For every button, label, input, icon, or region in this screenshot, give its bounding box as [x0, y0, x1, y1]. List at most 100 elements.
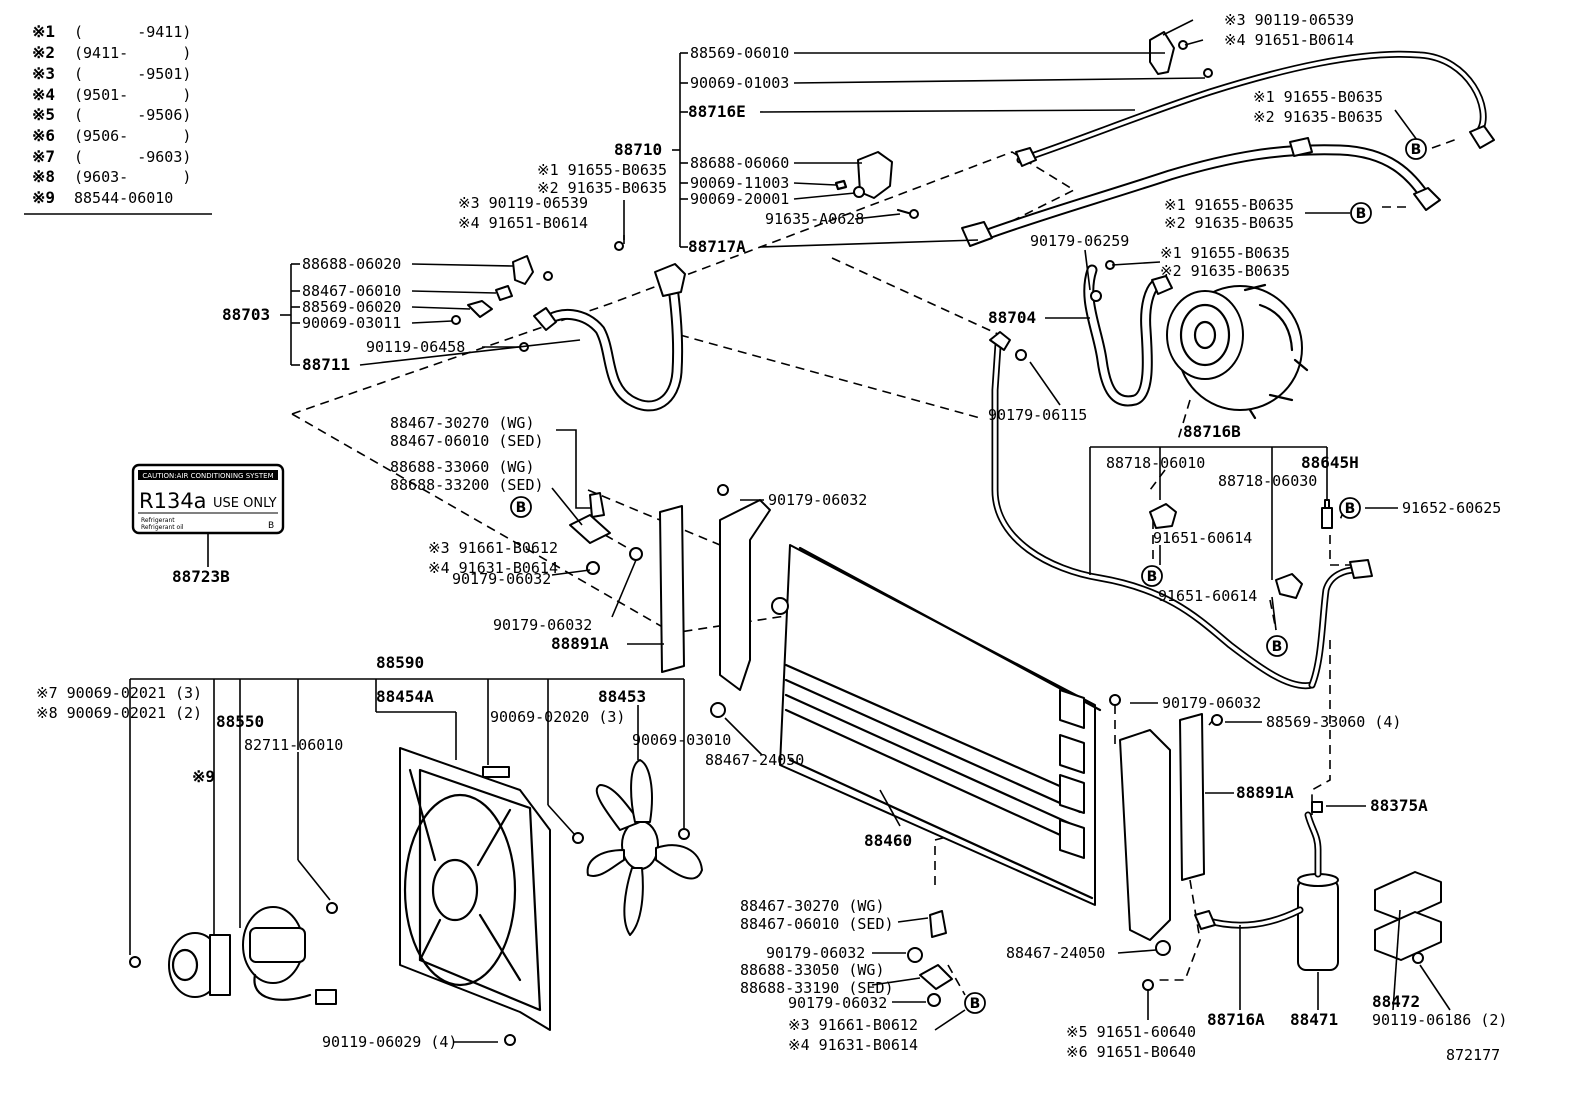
pressure-switch-88645H — [1321, 499, 1333, 529]
side-bracket-right — [1109, 694, 1223, 941]
part-label: 88716A — [1207, 1010, 1265, 1029]
compressor — [1166, 283, 1309, 420]
part-label: 88590 — [376, 653, 424, 672]
part-label: 91635-A0628 — [765, 210, 864, 228]
part-label: 88688-33190 (SED) — [740, 979, 894, 997]
bracket-88569-06010 — [1149, 31, 1213, 78]
side-bracket-left — [659, 484, 771, 718]
legend-row: ※3 ( -9501) — [32, 64, 191, 83]
part-label: ※1 91655-B0635 — [1253, 88, 1383, 106]
part-label: ※9 — [192, 767, 215, 786]
part-label: 90179-06115 — [988, 406, 1087, 424]
receiver-dryer-88471 — [1194, 801, 1339, 971]
part-label: 88711 — [302, 355, 350, 374]
callout-b: B — [510, 496, 532, 518]
part-label: ※6 91651-B0640 — [1066, 1043, 1196, 1061]
fan-motor-88550 — [242, 902, 338, 1005]
callout-b: B — [1405, 138, 1427, 160]
suction-hose-88717A — [961, 137, 1441, 247]
part-label: 91651-60614 — [1158, 587, 1257, 605]
part-label: ※5 91651-60640 — [1066, 1023, 1196, 1041]
legend-row: ※4 (9501- ) — [32, 85, 191, 104]
part-label: ※7 90069-02021 (3) — [36, 684, 202, 702]
part-labels: ※3 90119-06539 ※4 91651-B0614 88569-0601… — [36, 11, 1507, 1064]
condenser-88460 — [771, 544, 1102, 906]
part-label: ※3 90119-06539 — [458, 194, 588, 212]
part-label: 90179-06032 — [788, 994, 887, 1012]
part-label: 90179-06259 — [1030, 232, 1129, 250]
legend-range: (9603- ) — [74, 168, 191, 186]
legend-range: ( -9506) — [74, 106, 191, 124]
part-label: ※8 90069-02021 (2) — [36, 704, 202, 722]
part-label: 90179-06032 — [452, 570, 551, 588]
leader-lines — [129, 19, 1451, 1043]
part-label: ※2 91635-B0635 — [1160, 262, 1290, 280]
legend-mark: ※4 — [32, 85, 55, 104]
part-label: 88688-33200 (SED) — [390, 476, 544, 494]
part-label: ※1 91655-B0635 — [1164, 196, 1294, 214]
part-label: 88716E — [688, 102, 746, 121]
decal-fine-print: Refrigerant — [141, 517, 175, 524]
part-label: 88467-30270 (WG) — [390, 414, 535, 432]
callout-b: B — [1339, 497, 1361, 519]
part-label: 88453 — [598, 687, 646, 706]
decal-refrigerant: R134a — [139, 489, 207, 513]
part-label: ※2 91635-B0635 — [1253, 108, 1383, 126]
part-label: ※4 91651-B0614 — [1224, 31, 1354, 49]
part-label: 88716B — [1183, 422, 1241, 441]
legend-row: ※2 (9411- ) — [32, 43, 191, 62]
clamp-88688-06060 — [834, 151, 919, 219]
part-label: ※4 91651-B0614 — [458, 214, 588, 232]
part-label: 88467-24050 — [705, 751, 804, 769]
fan-motor-88590 — [129, 932, 231, 998]
svg-text:B: B — [1356, 206, 1367, 222]
svg-text:B: B — [1345, 501, 1356, 517]
decal-use-only: USE ONLY — [213, 496, 277, 511]
part-label: 88460 — [864, 831, 912, 850]
legend-range: ( -9411) — [74, 23, 191, 41]
fan-shroud-88454A — [399, 747, 551, 1046]
part-label: 90069-03011 — [302, 314, 401, 332]
part-label: 88688-33050 (WG) — [740, 961, 885, 979]
part-label: ※2 91635-B0635 — [537, 179, 667, 197]
part-label: ※4 91631-B0614 — [428, 559, 558, 577]
part-label: 88688-06020 — [302, 255, 401, 273]
part-label: 88718-06030 — [1218, 472, 1317, 490]
clamps-88703-group — [451, 241, 624, 352]
part-label: 90069-11003 — [690, 174, 789, 192]
svg-text:B: B — [1411, 142, 1422, 158]
legend-row: ※9 88544-06010 — [32, 188, 173, 207]
part-label: 90119-06186 (2) — [1372, 1011, 1507, 1029]
cushion-group-upper — [569, 492, 643, 575]
fan-88453 — [572, 759, 703, 936]
part-label: 91652-60625 — [1402, 499, 1501, 517]
part-label: 90069-01003 — [690, 74, 789, 92]
part-label: 88891A — [1236, 783, 1294, 802]
legend-row: ※6 (9506- ) — [32, 126, 191, 145]
legend-row: ※8 (9603- ) — [32, 167, 191, 186]
legend-mark: ※7 — [32, 147, 55, 166]
legend-mark: ※8 — [32, 167, 55, 186]
legend-row: ※5 ( -9506) — [32, 105, 191, 124]
part-label: 90179-06032 — [493, 616, 592, 634]
part-label: ※3 90119-06539 — [1224, 11, 1354, 29]
part-label: 88688-33060 (WG) — [390, 458, 535, 476]
hose-88704 — [1083, 260, 1173, 407]
callout-b: B — [1350, 202, 1372, 224]
legend: ※1 ( -9411) ※2 (9411- ) ※3 ( -9501) ※4 (… — [24, 22, 212, 215]
part-label: 88467-24050 — [1006, 944, 1105, 962]
part-label: 90069-02020 (3) — [490, 708, 625, 726]
legend-range: ( -9603) — [74, 148, 191, 166]
part-label: 88454A — [376, 687, 434, 706]
part-label: 90179-06032 — [768, 491, 867, 509]
part-label: 90069-03010 — [632, 731, 731, 749]
part-label: ※2 91635-B0635 — [1164, 214, 1294, 232]
part-label: 88645H — [1301, 453, 1359, 472]
part-label: 88467-06010 (SED) — [390, 432, 544, 450]
part-label: ※4 91631-B0614 — [788, 1036, 918, 1054]
part-label: 88723B — [172, 567, 230, 586]
clamps-88718 — [1149, 503, 1303, 599]
legend-range: (9411- ) — [74, 44, 191, 62]
part-label: 88472 — [1372, 992, 1420, 1011]
